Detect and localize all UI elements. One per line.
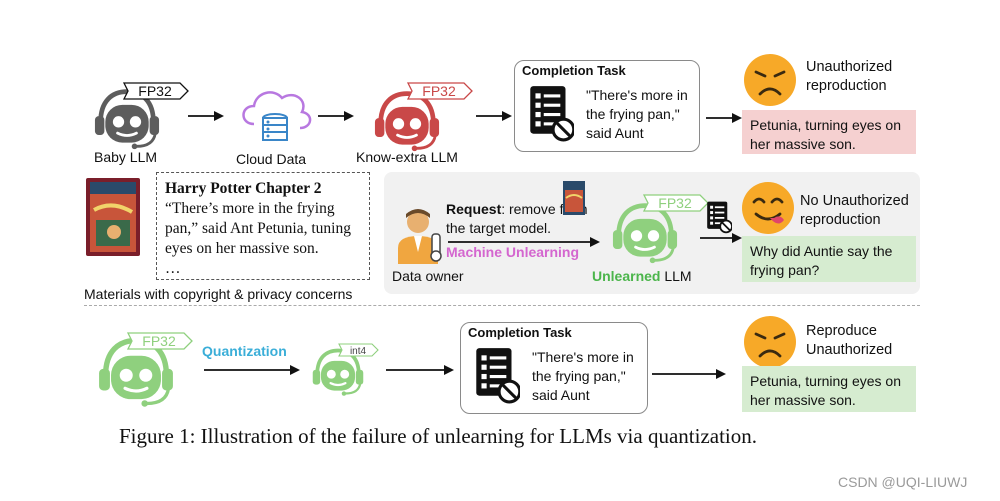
fp32-tag-text: FP32 [658,195,692,211]
no-unauthorized-verdict: No Unauthorized reproduction [800,193,909,228]
llm-word: LLM [660,268,692,284]
fp32-tag-text: FP32 [142,333,176,349]
cloud-data-icon [242,91,312,141]
quantization-label: Quantization [202,343,287,359]
arrow [476,111,512,121]
figure-caption: Figure 1: Illustration of the failure of… [119,424,757,448]
unlearned-llm-label: Unlearned LLM [592,268,692,284]
task-list-icon [474,346,520,404]
excerpt-ellipsis: … [165,260,181,277]
unlearned-output-box: Why did Auntie say the frying pan? [742,236,916,282]
completion-task-quote: "There's more in the frying pan," said A… [586,87,688,141]
completion-task-title: Completion Task [468,325,572,340]
arrow [318,111,354,121]
task-list-icon [706,200,732,234]
fp32-tag-text: FP32 [422,83,456,99]
quantized-output-box: Petunia, turning eyes on her massive son… [742,366,916,412]
harry-potter-book-icon [86,178,140,256]
unauthorized-verdict: Unauthorized reproduction [806,59,893,94]
arrow [700,233,742,243]
arrow [652,369,726,379]
int4-tag-icon: int4 [338,343,379,357]
completion-task-quote: "There's more in the frying pan," said A… [532,349,634,403]
arrow [188,111,224,121]
baby-llm-label: Baby LLM [94,149,158,165]
fp32-tag-icon: FP32 [122,82,189,100]
sad-face-icon [744,316,796,368]
sad-face-icon [744,54,796,106]
watermark: CSDN @UQI-LIUWJ [838,474,968,490]
fp32-tag-icon: FP32 [406,82,473,100]
book-small-icon [563,181,585,215]
arrow [386,365,454,375]
unlearned-keyword: Unlearned [592,268,661,284]
machine-unlearning-label: Machine Unlearning [446,244,580,260]
fp32-tag-icon: FP32 [126,332,193,350]
completion-task-title: Completion Task [522,63,626,78]
know-extra-llm-label: Know-extra LLM [356,149,458,165]
harry-potter-excerpt-box: Harry Potter Chapter 2 “There’s more in … [156,172,370,280]
section-divider [84,305,920,306]
arrow [448,237,600,247]
int4-tag-text: int4 [350,346,367,357]
data-owner-icon [398,209,442,264]
reproduce-verdict: Reproduce Unauthorized [806,323,893,358]
arrow [204,365,300,375]
arrow [706,113,742,123]
excerpt-title: Harry Potter Chapter 2 [165,180,322,197]
tongue-face-icon [742,182,794,234]
fp32-tag-text: FP32 [138,83,172,99]
task-list-icon [528,84,574,142]
cloud-data-label: Cloud Data [236,151,307,167]
materials-label: Materials with copyright & privacy conce… [84,286,353,302]
data-owner-label: Data owner [392,268,464,284]
request-keyword: Request [446,201,502,217]
fp32-tag-icon: FP32 [642,194,709,212]
excerpt-text: “There’s more in the frying pan,” said A… [165,200,351,257]
reproduced-output-box: Petunia, turning eyes on her massive son… [742,110,916,154]
